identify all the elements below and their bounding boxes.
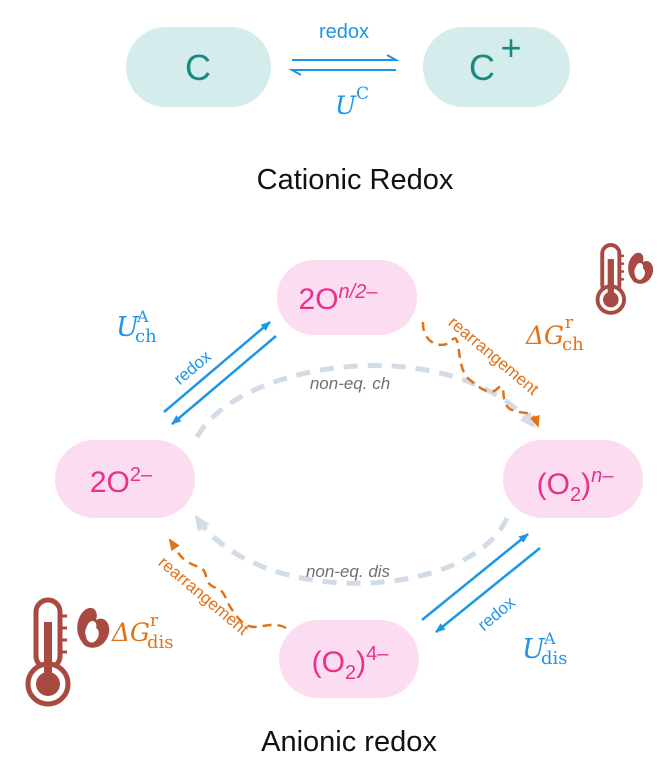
anion-node-left-label: 2O2–	[90, 464, 153, 499]
cation-forward-arrow	[292, 54, 400, 61]
cation-reverse-arrow	[288, 69, 396, 76]
anion-node-bottom-label: (O2)4–	[312, 643, 390, 684]
redox-right-up-arrow	[421, 533, 529, 621]
cation-node-c	[126, 27, 271, 107]
g-dis-sub: dis	[147, 632, 174, 653]
redox-left-up-arrow	[163, 321, 271, 413]
u-ch-symbol: U	[116, 312, 140, 343]
non-eq-ch-arc	[194, 363, 536, 439]
anion-node-right-label: (O2)n–	[537, 465, 615, 506]
rearrangement-ch-path	[421, 321, 540, 428]
redox-right-down-arrow	[435, 547, 541, 633]
u-dis-sub: dis	[541, 648, 568, 669]
cation-node-c-label: C	[185, 47, 211, 88]
redox-left-down-arrow	[171, 335, 277, 425]
cation-potential-u: U	[335, 91, 357, 120]
thermometer-flame-icon	[595, 243, 654, 315]
cation-node-cplus	[423, 27, 570, 107]
anion-node-top	[277, 260, 417, 335]
cation-potential-sup: C	[356, 84, 369, 104]
cationic-caption: Cationic Redox	[257, 164, 454, 196]
redox-right-label: redox	[474, 593, 519, 635]
anion-node-top-label: 2On/2–	[299, 281, 379, 316]
non-eq-ch-label: non-eq. ch	[310, 374, 390, 393]
anion-node-right	[503, 440, 643, 518]
non-eq-dis-label: non-eq. dis	[306, 562, 391, 581]
redox-left-label: redox	[170, 347, 215, 389]
cation-redox-label: redox	[319, 21, 369, 43]
rearrangement-dis-label: rearrangement	[155, 553, 253, 639]
cation-node-cplus-sup: +	[500, 27, 521, 68]
u-dis-symbol: U	[522, 634, 546, 665]
u-ch-sup: A	[136, 307, 149, 326]
cation-node-cplus-label: C	[469, 47, 495, 88]
g-ch-sup: r	[565, 313, 574, 333]
g-dis-symbol: ΔG	[111, 618, 150, 647]
anion-node-bottom	[279, 620, 419, 698]
u-ch-sub: ch	[135, 326, 157, 347]
anionic-caption: Anionic redox	[261, 726, 437, 758]
u-dis-sup: A	[543, 629, 556, 648]
g-dis-sup: r	[150, 611, 159, 631]
thermometer-flame-icon	[25, 597, 110, 707]
rearrangement-dis-path	[168, 538, 287, 630]
g-ch-symbol: ΔG	[525, 321, 564, 350]
anion-node-left	[55, 440, 195, 518]
g-ch-sub: ch	[562, 334, 584, 355]
